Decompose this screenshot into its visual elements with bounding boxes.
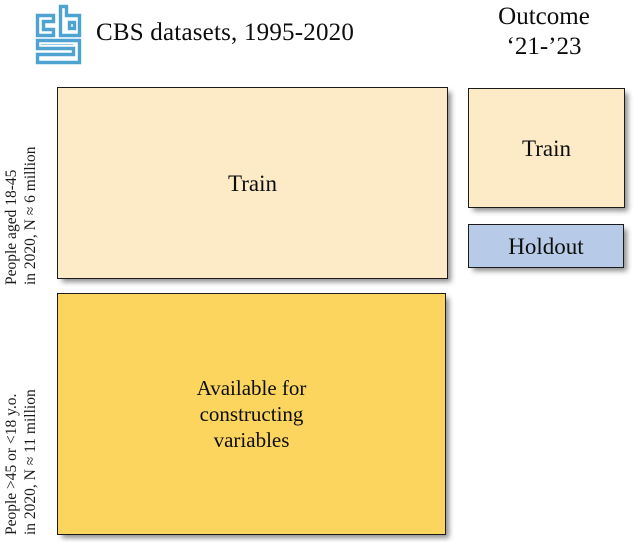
row-label-upper-line2: in 2020, N ≈ 6 million: [22, 146, 39, 285]
box-train-outcome-label: Train: [522, 135, 571, 161]
box-train-outcome: Train: [468, 88, 625, 208]
outcome-column-title: Outcome ‘21-’23: [458, 2, 630, 62]
box-train-main-label: Train: [228, 170, 277, 196]
box-available-line2: constructing: [199, 402, 304, 426]
row-label-upper-line1: People aged 18-45: [3, 169, 20, 285]
row-label-people-aged-18-45: People aged 18-45 in 2020, N ≈ 6 million: [2, 85, 44, 285]
box-available-label: Available for constructing variables: [197, 375, 307, 453]
box-holdout: Holdout: [468, 224, 624, 268]
box-available-line1: Available for: [196, 376, 307, 400]
box-holdout-label: Holdout: [508, 233, 584, 259]
row-label-lower-line2: in 2020, N ≈ 11 million: [22, 389, 39, 535]
page-title: CBS datasets, 1995-2020: [96, 19, 355, 46]
cbs-logo-icon: [33, 4, 85, 66]
row-label-lower-line1: People >45 or <18 y.o.: [3, 393, 20, 535]
row-label-people-over-45-or-under-18: People >45 or <18 y.o. in 2020, N ≈ 11 m…: [2, 291, 44, 535]
outcome-title-line1: Outcome: [498, 3, 590, 30]
box-available-for-constructing-variables: Available for constructing variables: [57, 293, 446, 535]
box-train-main: Train: [57, 87, 448, 279]
outcome-title-line2: ‘21-’23: [506, 33, 582, 60]
box-available-line3: variables: [213, 428, 290, 452]
